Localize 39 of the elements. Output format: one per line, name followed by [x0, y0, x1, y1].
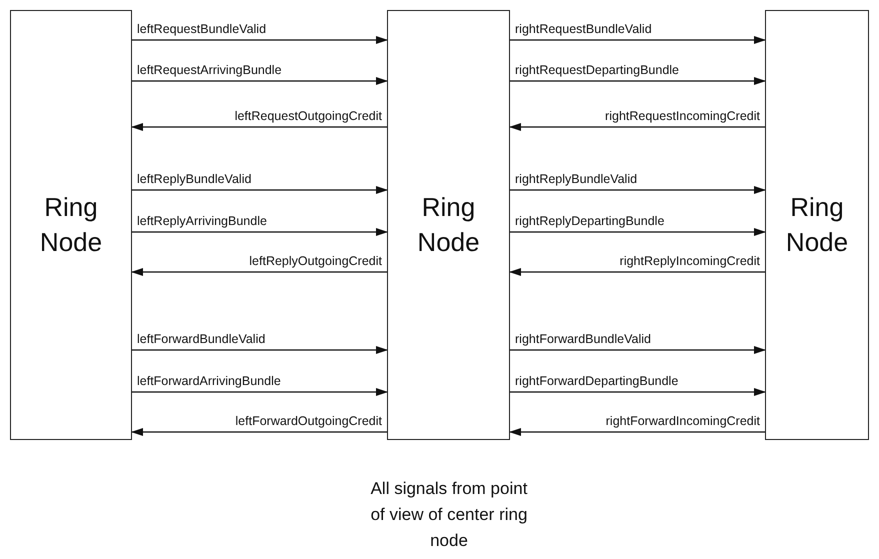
edge-label: rightReplyIncomingCredit: [618, 254, 762, 269]
node-box: Ring Node: [387, 10, 510, 440]
edge-label: rightReplyBundleValid: [513, 172, 640, 187]
edge-label: rightForwardBundleValid: [513, 332, 653, 347]
edge-label: rightRequestIncomingCredit: [603, 109, 762, 124]
arrow: [510, 36, 766, 44]
arrow: [132, 77, 388, 85]
arrow: [509, 268, 765, 276]
arrow: [132, 388, 388, 396]
edge-label: rightRequestDepartingBundle: [513, 63, 681, 78]
arrow: [509, 428, 765, 436]
edge-label: rightRequestBundleValid: [513, 22, 654, 37]
caption: All signals from point of view of center ring node: [370, 478, 528, 552]
edge-label: rightReplyDepartingBundle: [513, 214, 666, 229]
node-box: Ring Node: [765, 10, 869, 440]
arrow: [510, 346, 766, 354]
edge-label: leftRequestOutgoingCredit: [232, 109, 384, 124]
arrow: [132, 186, 388, 194]
arrow: [132, 346, 388, 354]
arrow: [131, 428, 387, 436]
arrow: [132, 36, 388, 44]
edge-label: leftRequestArrivingBundle: [135, 63, 284, 78]
arrow: [132, 228, 388, 236]
edge-label: leftRequestBundleValid: [135, 22, 268, 37]
arrow: [510, 228, 766, 236]
arrow: [131, 268, 387, 276]
edge-label: leftReplyArrivingBundle: [135, 214, 269, 229]
arrow: [510, 77, 766, 85]
edge-label: leftReplyOutgoingCredit: [247, 254, 384, 269]
edge-label: leftForwardOutgoingCredit: [233, 414, 384, 429]
edge-label: leftForwardArrivingBundle: [135, 374, 283, 389]
edge-label: leftReplyBundleValid: [135, 172, 254, 187]
node-box: Ring Node: [10, 10, 132, 440]
edge-label: rightForwardIncomingCredit: [604, 414, 762, 429]
arrow: [131, 123, 387, 131]
arrow: [510, 186, 766, 194]
arrow: [510, 388, 766, 396]
arrow: [509, 123, 765, 131]
edge-label: rightForwardDepartingBundle: [513, 374, 680, 389]
